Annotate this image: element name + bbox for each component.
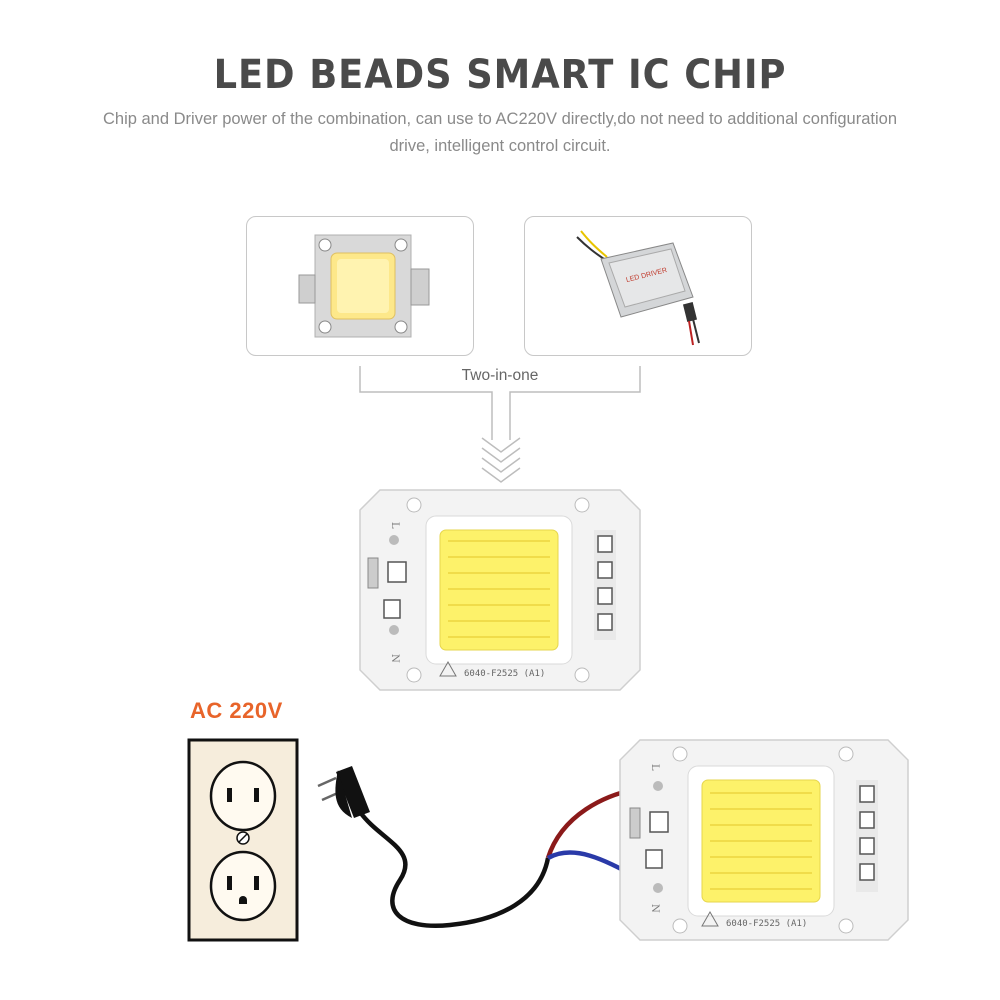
power-cord [358,810,551,929]
pin-n-label: N [389,654,400,663]
card-cob-chip [246,216,474,356]
warning-icon-bottom [701,910,719,927]
page-subtitle: Chip and Driver power of the combination… [102,110,897,155]
pin-l-label-bottom: L [649,764,660,771]
cob-chip-image [298,234,430,338]
two-in-one-label: Two-in-one [440,367,560,385]
page-title: LED BEADS SMART IC CHIP [213,52,787,98]
ac-voltage-label: AC 220V [190,698,283,723]
led-driver-image: LED DRIVER [576,230,700,346]
chip-marking-bottom: 6040-F2525 (A1) [726,919,807,929]
chevron-down-icon [481,437,521,483]
pin-n-label-bottom: N [649,904,660,913]
power-plug-icon [317,766,370,818]
card-led-driver: LED DRIVER [524,216,752,356]
chip-marking: 6040-F2525 (A1) [464,669,545,679]
wall-outlet-icon [187,738,299,942]
warning-icon [439,660,457,677]
pin-l-label: L [389,522,400,529]
